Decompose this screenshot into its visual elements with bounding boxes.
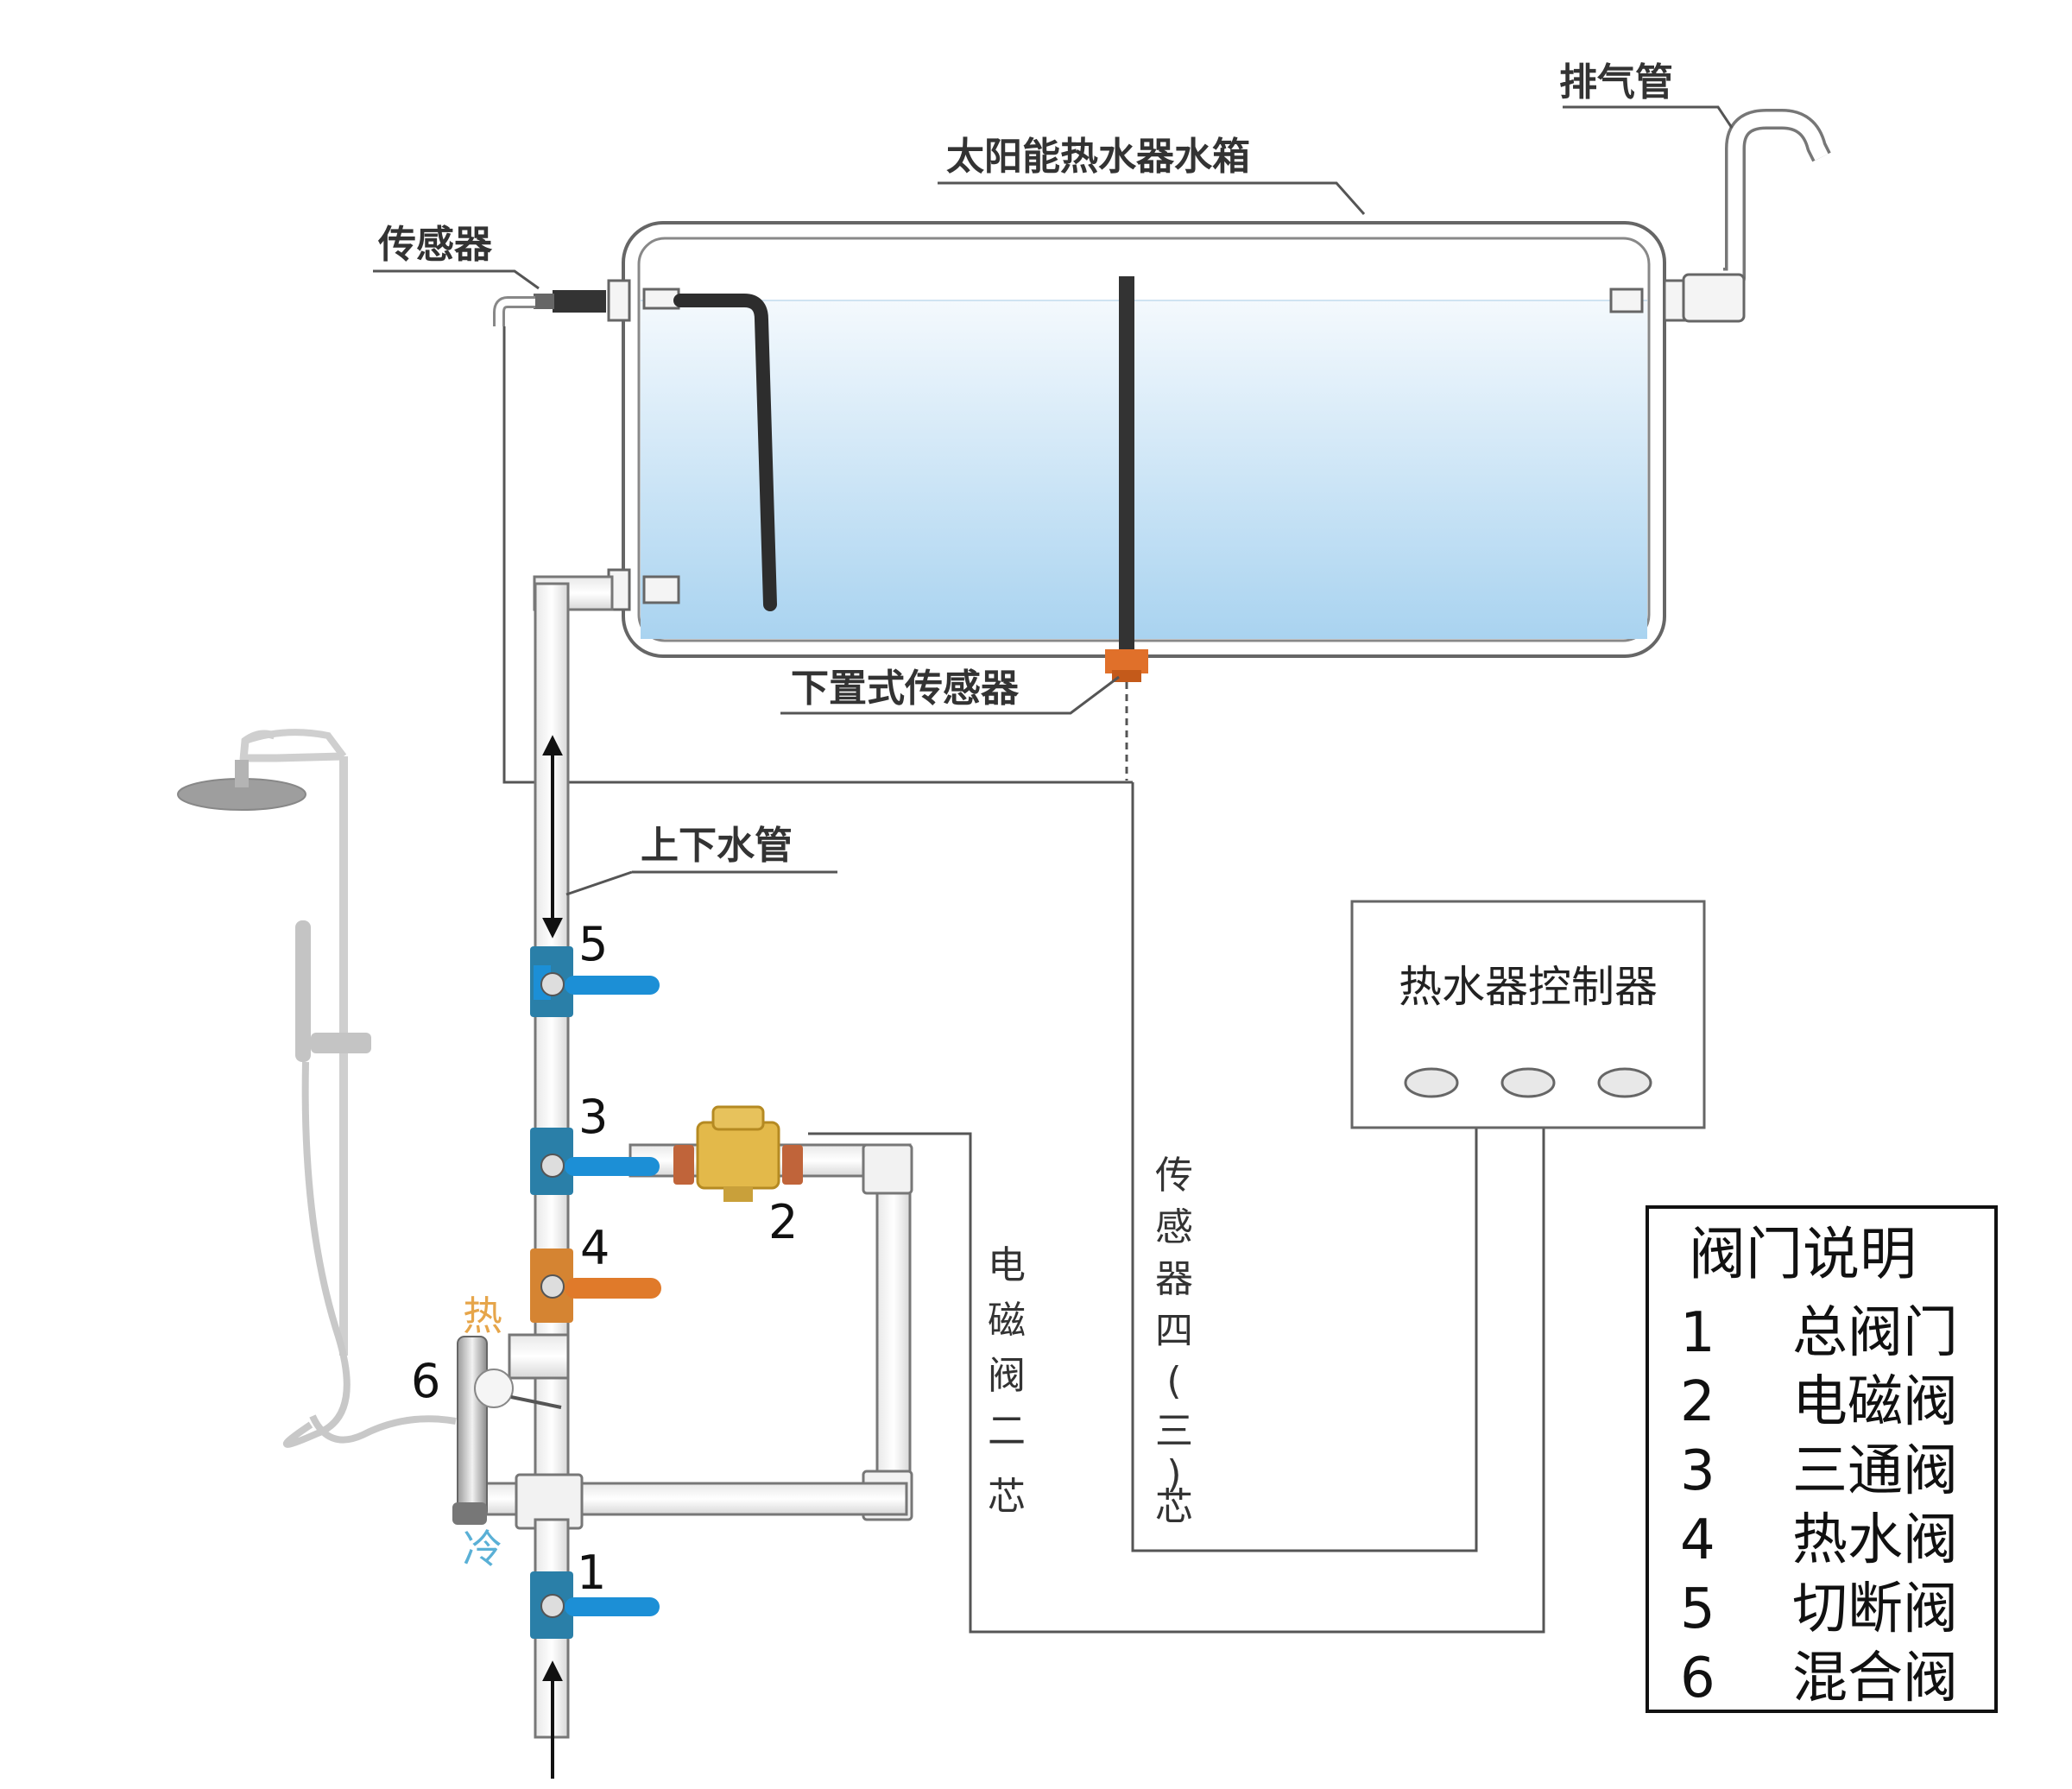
solenoid-wire-char: 芯 <box>988 1475 1026 1519</box>
bottom-sensor <box>1105 649 1148 682</box>
tank-label: 太阳能热水器水箱 <box>946 135 1250 179</box>
water-heater-controller <box>1350 900 1706 1129</box>
solenoid-wire-char: 电 <box>988 1243 1026 1287</box>
sensor-wire-char: 器 <box>1155 1257 1193 1301</box>
legend-item-name: 三通阀 <box>1792 1439 1958 1503</box>
sensor-wire-label: 传 感 器 四 ( 三 ) 芯 <box>1155 1154 1193 1529</box>
sensor-wire-char: 传 <box>1155 1154 1193 1198</box>
sensor-wire-char: 感 <box>1155 1205 1193 1249</box>
solenoid-wire-char: 阀 <box>988 1354 1026 1398</box>
solar-water-tank <box>607 221 1687 658</box>
legend-item-number: 1 <box>1680 1301 1715 1365</box>
solenoid-wire-char: 二 <box>988 1409 1026 1453</box>
legend-item-number: 4 <box>1680 1508 1715 1572</box>
sensor-wire-char: 芯 <box>1155 1485 1193 1529</box>
solenoid-wire-char: 磁 <box>988 1299 1026 1343</box>
legend-item-name: 电磁阀 <box>1792 1370 1958 1434</box>
sensor-wire-char: 四 <box>1155 1309 1193 1353</box>
legend-item-number: 6 <box>1680 1647 1715 1710</box>
sensor-label: 传感器 <box>377 223 493 267</box>
valve-legend: 阀门说明 1 总阀门 2 电磁阀 3 三通阀 4 热水阀 5 切断阀 6 混合阀 <box>1646 1205 1998 1713</box>
legend-title: 阀门说明 <box>1689 1221 1917 1287</box>
controller-button-2 <box>1500 1067 1556 1098</box>
supply-pipe-label: 上下水管 <box>641 824 793 868</box>
controller-label: 热水器控制器 <box>1399 962 1658 1012</box>
valve-3-number: 3 <box>578 1090 608 1144</box>
legend-item-number: 2 <box>1680 1370 1715 1434</box>
sensor-wire-char: ) <box>1166 1452 1181 1496</box>
callout-leaders <box>373 105 1734 896</box>
valve-1-main <box>530 1571 660 1639</box>
valve-6-number: 6 <box>411 1354 440 1408</box>
valve-6-mixer <box>452 1336 562 1525</box>
wiring <box>502 326 1545 1634</box>
cold-label: 冷 <box>463 1526 502 1572</box>
exhaust-pipe <box>1682 109 1831 323</box>
controller-button-3 <box>1597 1067 1652 1098</box>
valve-3-three-way <box>530 1128 660 1195</box>
internal-heating-tube <box>673 294 777 611</box>
exhaust-pipe-label: 排气管 <box>1559 60 1673 104</box>
valve-2-solenoid <box>673 1105 803 1202</box>
sensor-wire-char: ( <box>1166 1359 1181 1403</box>
plumbing <box>482 575 913 1739</box>
legend-item-name: 热水阀 <box>1792 1508 1958 1572</box>
sensor-wire-char: 三 <box>1155 1409 1193 1453</box>
bottom-sensor-label: 下置式传感器 <box>791 667 1020 711</box>
valve-5-number: 5 <box>578 917 608 971</box>
legend-item-number: 5 <box>1680 1577 1715 1641</box>
legend-item-name: 切断阀 <box>1792 1577 1958 1641</box>
hot-label: 热 <box>463 1293 502 1339</box>
valve-5-cutoff <box>530 946 660 1017</box>
shower-fixture <box>177 729 457 1448</box>
valve-1-number: 1 <box>577 1546 606 1600</box>
top-sensor <box>493 290 606 326</box>
legend-item-number: 3 <box>1680 1439 1715 1503</box>
legend-item-name: 总阀门 <box>1792 1301 1958 1365</box>
controller-button-1 <box>1404 1067 1459 1098</box>
solenoid-wire-label: 电 磁 阀 二 芯 <box>988 1243 1026 1519</box>
level-probe <box>1119 276 1134 649</box>
valve-4-hot-water <box>530 1249 661 1323</box>
legend-item-name: 混合阀 <box>1792 1647 1958 1710</box>
valve-4-number: 4 <box>580 1221 610 1275</box>
valve-2-number: 2 <box>768 1195 798 1249</box>
